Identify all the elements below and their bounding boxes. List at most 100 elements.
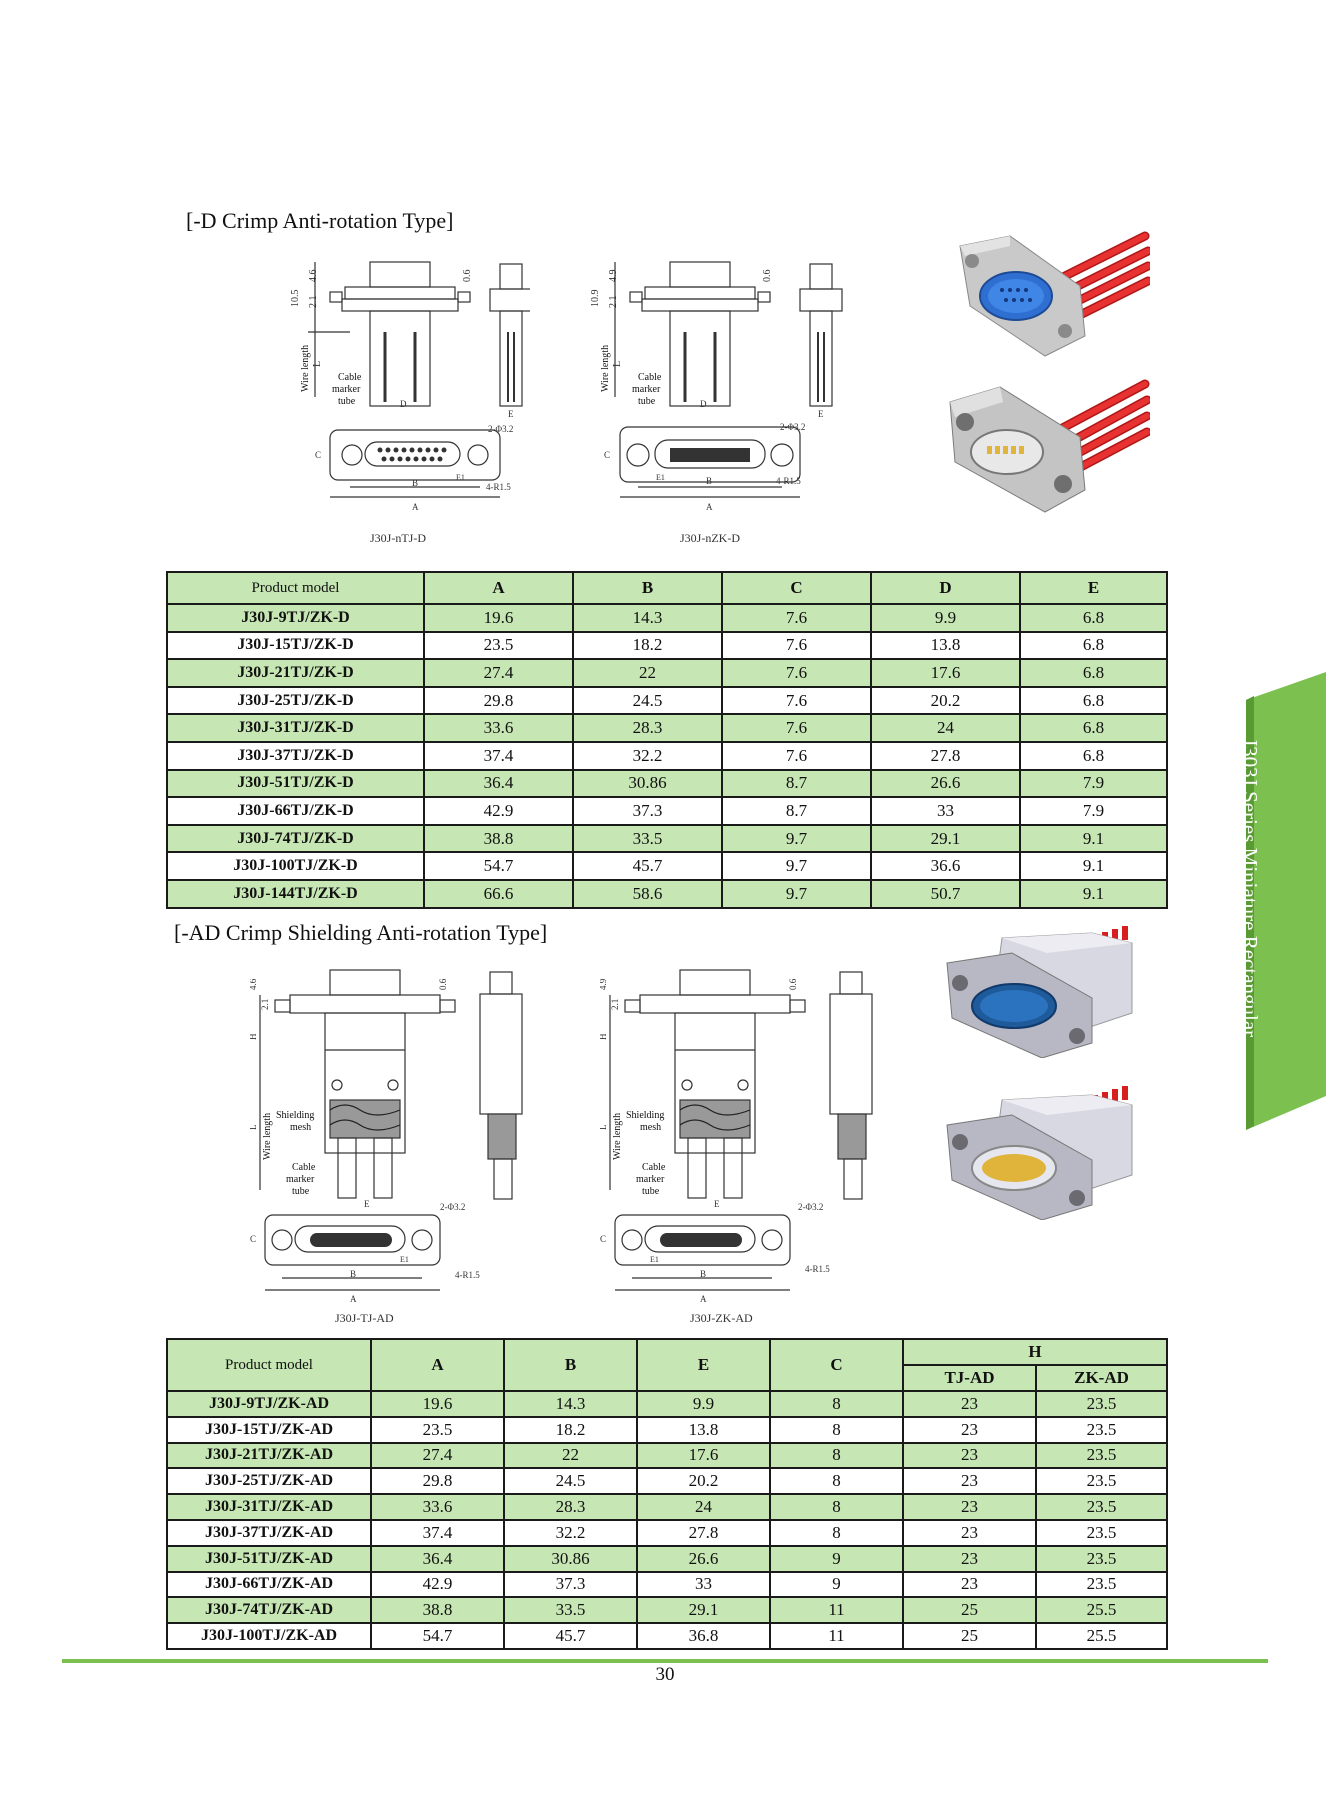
cell-value: 45.7 xyxy=(572,851,723,881)
cell-product-model: J30J-100TJ/ZK-AD xyxy=(166,1622,372,1650)
cell-value: 8 xyxy=(769,1518,904,1547)
caption-d-zk: J30J-nZK-D xyxy=(680,531,740,545)
cell-value: 29.8 xyxy=(423,685,574,716)
wire-length-label: Wire length xyxy=(300,345,311,392)
th-zk-ad: ZK-AD xyxy=(1034,1364,1169,1392)
dim-h: H xyxy=(250,1033,258,1040)
cable-label-2: marker xyxy=(636,1174,665,1185)
cell-product-model: J30J-15TJ/ZK-D xyxy=(166,630,425,661)
th-product-model: Product model xyxy=(166,1338,372,1392)
dim-holes: 2-Φ3.2 xyxy=(440,1202,465,1212)
cell-value: 54.7 xyxy=(423,851,574,881)
wire-length-label: Wire length xyxy=(612,1113,623,1160)
cell-value: 23 xyxy=(902,1415,1037,1444)
cell-value: 36.6 xyxy=(870,851,1021,881)
cell-value: 24.5 xyxy=(503,1467,638,1496)
cable-label-2: marker xyxy=(286,1174,315,1185)
cell-value: 25 xyxy=(902,1622,1037,1650)
cell-value: 54.7 xyxy=(370,1622,505,1650)
cell-value: 29.8 xyxy=(370,1467,505,1496)
th-a: A xyxy=(370,1338,505,1392)
dim-a: A xyxy=(706,502,713,512)
cell-value: 6.8 xyxy=(1019,713,1168,743)
cell-value: 9 xyxy=(769,1570,904,1599)
connector-photo-gold-pins-icon xyxy=(949,379,1150,513)
dim-e: E xyxy=(508,409,514,419)
dim-10-5: 10.5 xyxy=(290,290,301,308)
dim-d: D xyxy=(400,399,407,409)
dim-b: B xyxy=(412,478,418,488)
cell-value: 6.8 xyxy=(1019,740,1168,771)
section-d-title: [-D Crimp Anti-rotation Type] xyxy=(186,208,454,233)
cable-label-3: tube xyxy=(338,396,356,407)
th-e: E xyxy=(1019,571,1168,605)
cell-value: 26.6 xyxy=(636,1544,771,1573)
dim-c: C xyxy=(250,1234,256,1244)
cell-value: 9.9 xyxy=(870,603,1021,633)
section-ad-title: [-AD Crimp Shielding Anti-rotation Type] xyxy=(174,920,548,945)
footer-rule xyxy=(62,1659,1268,1663)
cable-label-1: Cable xyxy=(292,1162,316,1173)
cell-value: 7.9 xyxy=(1019,768,1168,799)
cell-value: 20.2 xyxy=(636,1467,771,1496)
dim-holes: 2-Φ3.2 xyxy=(488,424,513,434)
cable-label-1: Cable xyxy=(642,1162,666,1173)
cell-value: 9 xyxy=(769,1544,904,1573)
cell-value: 14.3 xyxy=(572,603,723,633)
cell-value: 17.6 xyxy=(870,658,1021,688)
cell-value: 23 xyxy=(902,1570,1037,1599)
cell-value: 23 xyxy=(902,1467,1037,1496)
cell-value: 24.5 xyxy=(572,685,723,716)
cell-value: 23 xyxy=(902,1441,1037,1470)
dim-radius: 4-R1.5 xyxy=(486,482,511,492)
cell-value: 23 xyxy=(902,1544,1037,1573)
table-ad: Product model A B E C H TJ-AD ZK-AD J30J… xyxy=(166,1338,1169,1650)
cell-value: 23.5 xyxy=(1034,1467,1169,1496)
cell-product-model: J30J-31TJ/ZK-D xyxy=(166,713,425,743)
cell-value: 33.6 xyxy=(370,1493,505,1521)
cell-value: 8 xyxy=(769,1441,904,1470)
th-b: B xyxy=(572,571,723,605)
cell-value: 18.2 xyxy=(572,630,723,661)
dim-b: B xyxy=(350,1269,356,1279)
cable-label-3: tube xyxy=(292,1186,310,1197)
dim-holes: 2-Φ3.2 xyxy=(798,1202,823,1212)
dim-radius: 4-R1.5 xyxy=(805,1264,830,1274)
cell-value: 28.3 xyxy=(572,713,723,743)
cell-value: 24 xyxy=(636,1493,771,1521)
cable-label-2: marker xyxy=(632,384,661,395)
cell-product-model: J30J-9TJ/ZK-AD xyxy=(166,1390,372,1418)
cell-value: 32.2 xyxy=(572,740,723,771)
cell-value: 23.5 xyxy=(1034,1493,1169,1521)
cell-value: 9.1 xyxy=(1019,878,1168,909)
cell-value: 13.8 xyxy=(870,630,1021,661)
cell-value: 8 xyxy=(769,1493,904,1521)
dim-e: E xyxy=(714,1199,720,1209)
dim-0-6: 0.6 xyxy=(438,978,448,990)
dim-2-1: 2.1 xyxy=(308,296,319,309)
cell-value: 7.6 xyxy=(721,658,872,688)
shielding-label-1: Shielding xyxy=(276,1110,314,1121)
cell-value: 11 xyxy=(769,1596,904,1625)
cell-value: 19.6 xyxy=(370,1390,505,1418)
cell-product-model: J30J-66TJ/ZK-AD xyxy=(166,1570,372,1599)
cell-value: 18.2 xyxy=(503,1415,638,1444)
cell-product-model: J30J-15TJ/ZK-AD xyxy=(166,1415,372,1444)
cell-value: 38.8 xyxy=(423,823,574,854)
cell-value: 33 xyxy=(636,1570,771,1599)
cell-value: 36.8 xyxy=(636,1622,771,1650)
th-a: A xyxy=(423,571,574,605)
cell-value: 27.4 xyxy=(370,1441,505,1470)
